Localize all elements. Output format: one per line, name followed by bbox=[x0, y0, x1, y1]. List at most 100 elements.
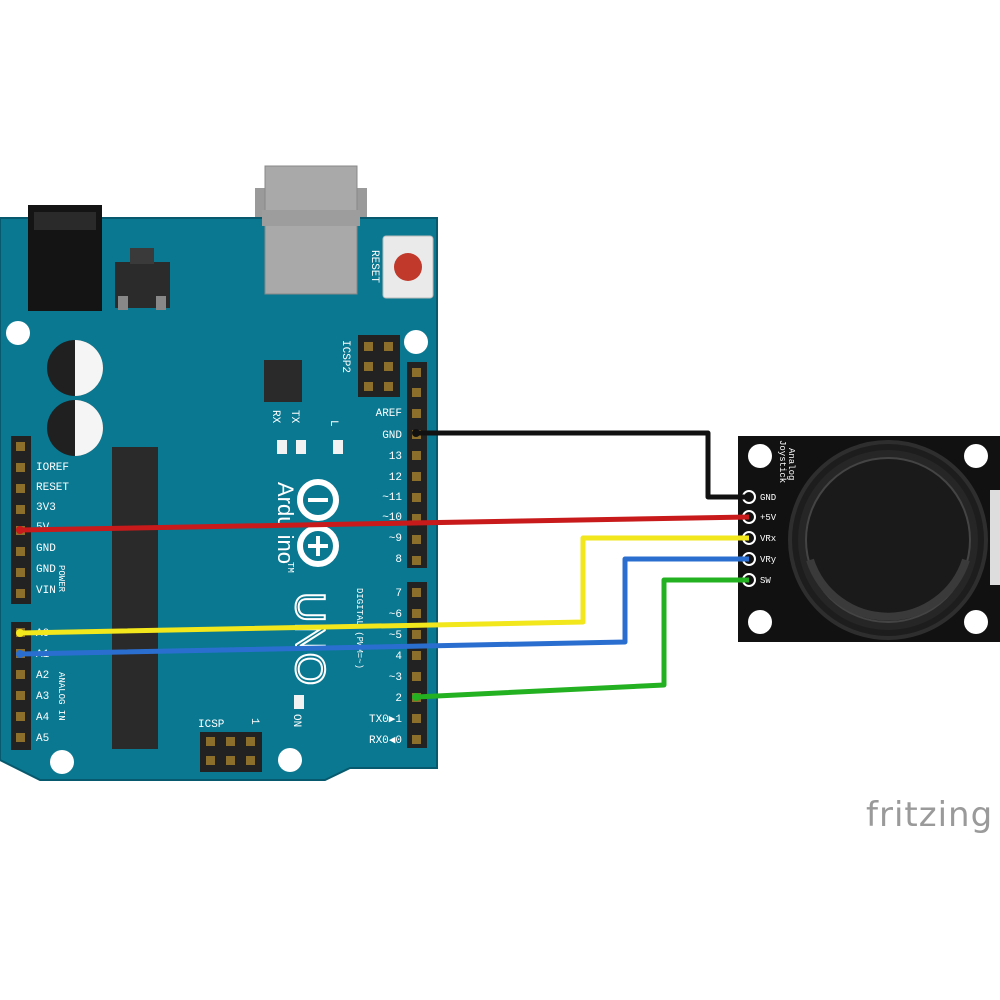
digital-pin-label: ~5 bbox=[389, 630, 402, 642]
mounting-hole bbox=[404, 330, 428, 354]
mounting-hole bbox=[278, 748, 302, 772]
digital-pin-label: 4 bbox=[395, 651, 402, 663]
header-pin bbox=[16, 670, 25, 679]
trademark: TM bbox=[285, 562, 295, 573]
digital-pin-label: 7 bbox=[395, 588, 402, 600]
arduino-logo bbox=[297, 479, 339, 567]
power-pin-label: GND bbox=[36, 564, 56, 576]
header-pin bbox=[412, 388, 421, 397]
joystick-pin-label: VRy bbox=[760, 555, 777, 565]
power-pin-label: GND bbox=[36, 543, 56, 555]
rx-label: RX bbox=[269, 410, 281, 424]
microcontroller-chip bbox=[112, 447, 158, 749]
header-pin bbox=[16, 733, 25, 742]
digital-pin-label: 2 bbox=[395, 693, 402, 705]
joystick-pin-label: VRx bbox=[760, 534, 776, 544]
wire-endpoint bbox=[16, 650, 24, 658]
header-pin bbox=[16, 712, 25, 721]
header-pin bbox=[412, 409, 421, 418]
header-pin bbox=[412, 609, 421, 618]
wire-vry bbox=[19, 556, 749, 657]
power-pin-label: IOREF bbox=[36, 462, 69, 474]
digital-pin-label: ~6 bbox=[389, 609, 402, 621]
header-pin bbox=[412, 472, 421, 481]
header-pin bbox=[412, 493, 421, 502]
rx-led bbox=[296, 440, 306, 454]
reset-label: RESET bbox=[368, 250, 380, 283]
joystick-title-1: Analog bbox=[786, 448, 796, 480]
header-pin bbox=[16, 568, 25, 577]
header-pin bbox=[16, 691, 25, 700]
tx-label: TX bbox=[288, 410, 300, 424]
joystick-module bbox=[738, 436, 1000, 642]
analog-pin-label: A4 bbox=[36, 712, 50, 724]
uno-model: UNO bbox=[287, 592, 334, 685]
digital-pin-label: AREF bbox=[376, 408, 402, 420]
wire-endpoint bbox=[412, 693, 420, 701]
power-pin-label: VIN bbox=[36, 585, 56, 597]
power-header bbox=[11, 436, 31, 604]
header-pin bbox=[412, 714, 421, 723]
left-header-pins bbox=[16, 442, 25, 742]
power-pin-label: RESET bbox=[36, 482, 69, 494]
digital-pin-label: ~9 bbox=[389, 533, 402, 545]
l-label: L bbox=[327, 420, 339, 427]
on-led bbox=[294, 695, 304, 709]
joystick-pin-label: +5V bbox=[760, 513, 777, 523]
icsp-label: ICSP bbox=[198, 719, 225, 731]
power-label: POWER bbox=[56, 565, 66, 593]
wire-gnd bbox=[416, 430, 749, 500]
on-label: ON bbox=[290, 714, 302, 727]
analog-pin-label: A2 bbox=[36, 670, 49, 682]
icsp2-label: ICSP2 bbox=[339, 340, 351, 373]
usb-chip bbox=[264, 360, 302, 402]
tx-led bbox=[277, 440, 287, 454]
fritzing-logo: fritzing bbox=[866, 795, 993, 835]
header-pin bbox=[412, 672, 421, 681]
header-pin bbox=[16, 442, 25, 451]
wire-endpoint bbox=[16, 526, 24, 534]
header-pin bbox=[412, 735, 421, 744]
wire-endpoint bbox=[412, 429, 420, 437]
header-pin bbox=[16, 547, 25, 556]
digital-pin-label: ~3 bbox=[389, 672, 402, 684]
digital-header-bottom bbox=[407, 582, 427, 748]
header-pin bbox=[412, 451, 421, 460]
header-pin bbox=[412, 630, 421, 639]
capacitor-1 bbox=[47, 340, 103, 396]
header-pin bbox=[412, 368, 421, 377]
header-pin bbox=[16, 505, 25, 514]
digital-pin-label: 12 bbox=[389, 472, 402, 484]
header-pin bbox=[412, 556, 421, 565]
analog-header bbox=[11, 622, 31, 750]
digital-pin-label: RX0◀0 bbox=[369, 735, 402, 747]
digital-pin-label: ~11 bbox=[382, 492, 402, 504]
power-pin-label: 3V3 bbox=[36, 502, 56, 514]
analog-in-label: ANALOG IN bbox=[56, 672, 66, 721]
joystick-title-2: Joystick bbox=[777, 440, 787, 483]
joystick-pin-label: GND bbox=[760, 493, 776, 503]
header-pin bbox=[412, 535, 421, 544]
wires bbox=[16, 429, 750, 701]
analog-pin-label: A3 bbox=[36, 691, 49, 703]
l-led bbox=[333, 440, 343, 454]
capacitor-2 bbox=[47, 400, 103, 456]
header-pin bbox=[16, 484, 25, 493]
digital-pin-label: TX0▶1 bbox=[369, 714, 402, 726]
mounting-hole bbox=[6, 321, 30, 345]
header-pin bbox=[16, 463, 25, 472]
digital-pin-label: 13 bbox=[389, 451, 402, 463]
header-pin bbox=[412, 514, 421, 523]
wire-endpoint bbox=[16, 629, 24, 637]
digital-pin-label: GND bbox=[382, 430, 402, 442]
joystick-knob[interactable] bbox=[805, 457, 971, 623]
wire-vrx bbox=[19, 535, 749, 636]
wire-5v bbox=[19, 514, 750, 533]
icsp-pin1-label: 1 bbox=[248, 718, 260, 725]
digital-pin-label: 8 bbox=[395, 554, 402, 566]
joystick-pin-label: SW bbox=[760, 576, 771, 586]
